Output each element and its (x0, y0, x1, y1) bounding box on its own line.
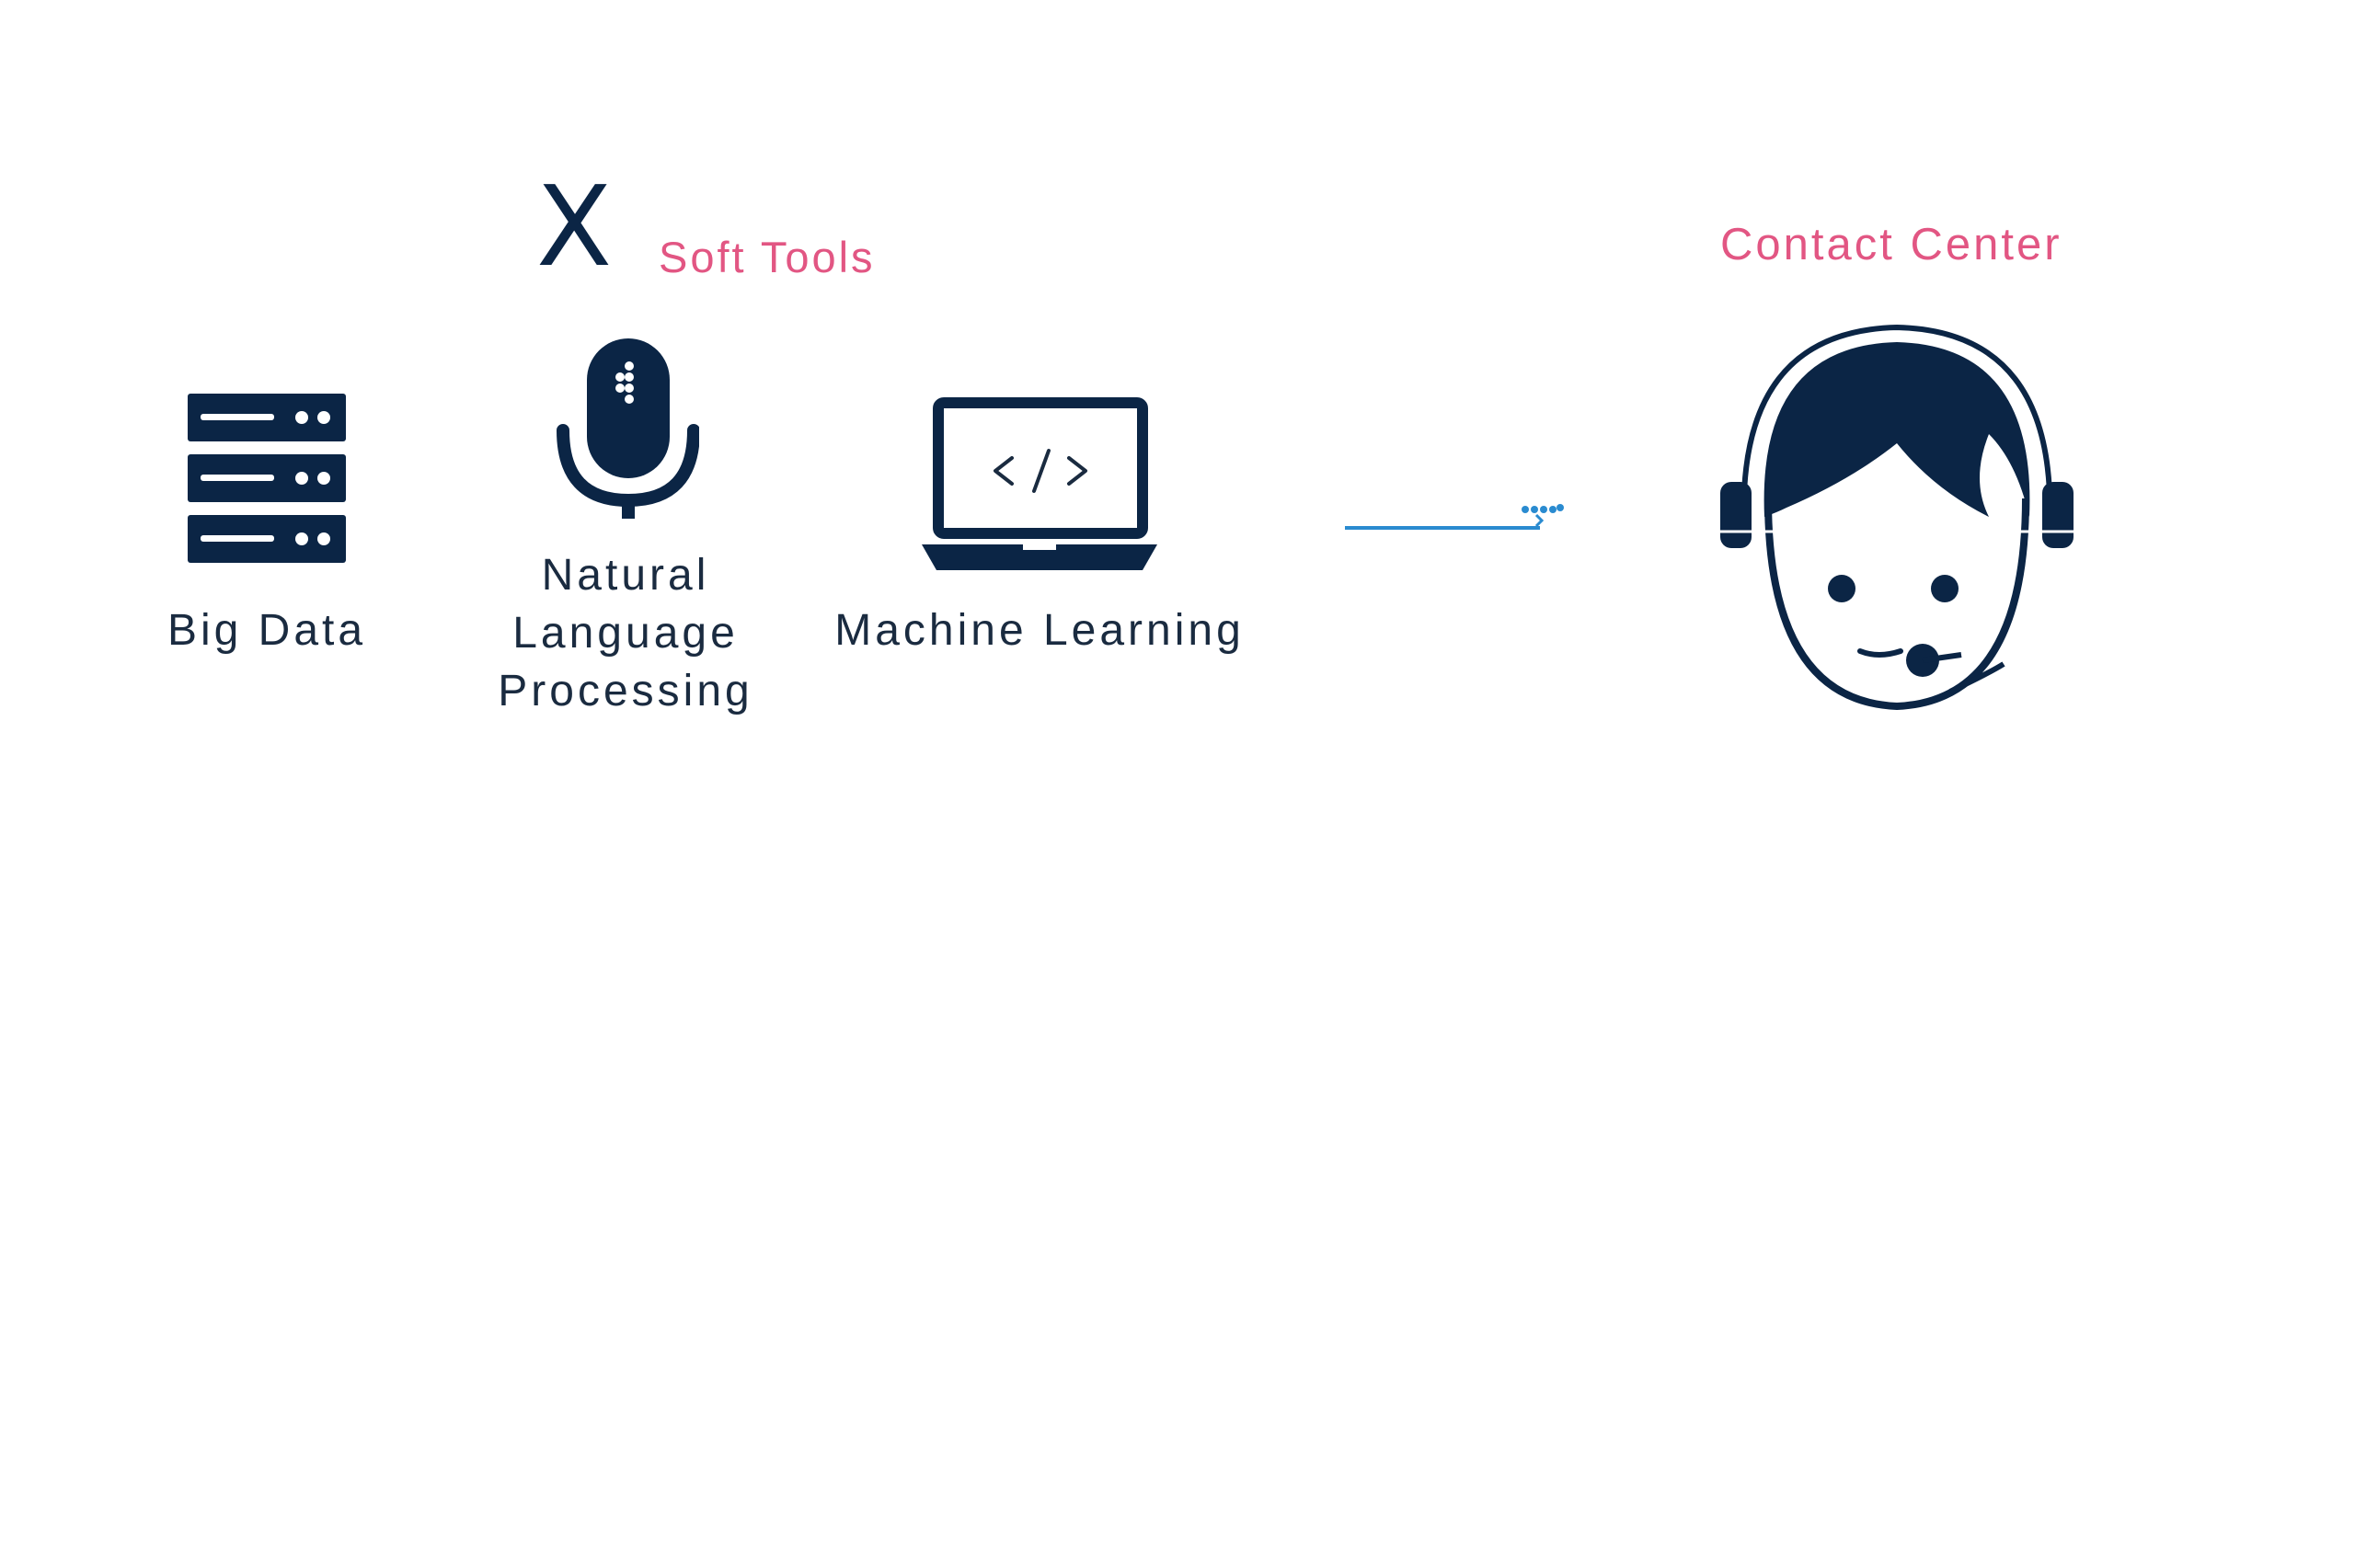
tool-label-nlp-line-1: Natural (541, 551, 710, 600)
headset-agent-icon (1713, 324, 2081, 719)
brand-name: Soft Tools (659, 233, 876, 281)
tool-label-nlp-line-3: Processing (498, 667, 753, 715)
tool-label-big-data: Big Data (167, 606, 367, 655)
laptop-code-icon (922, 397, 1157, 572)
arrow-icon (1343, 497, 1573, 543)
tool-label-machine-learning: Machine Learning (834, 606, 1245, 655)
tool-label-nlp-line-2: Language (512, 609, 739, 658)
contact-center-title: Contact Center (1720, 220, 2062, 269)
tool-label-nlp: Natural Language Processing (478, 546, 773, 720)
microphone-icon (552, 338, 699, 519)
brand-logo-mark: X (536, 164, 613, 292)
server-icon (188, 394, 346, 563)
